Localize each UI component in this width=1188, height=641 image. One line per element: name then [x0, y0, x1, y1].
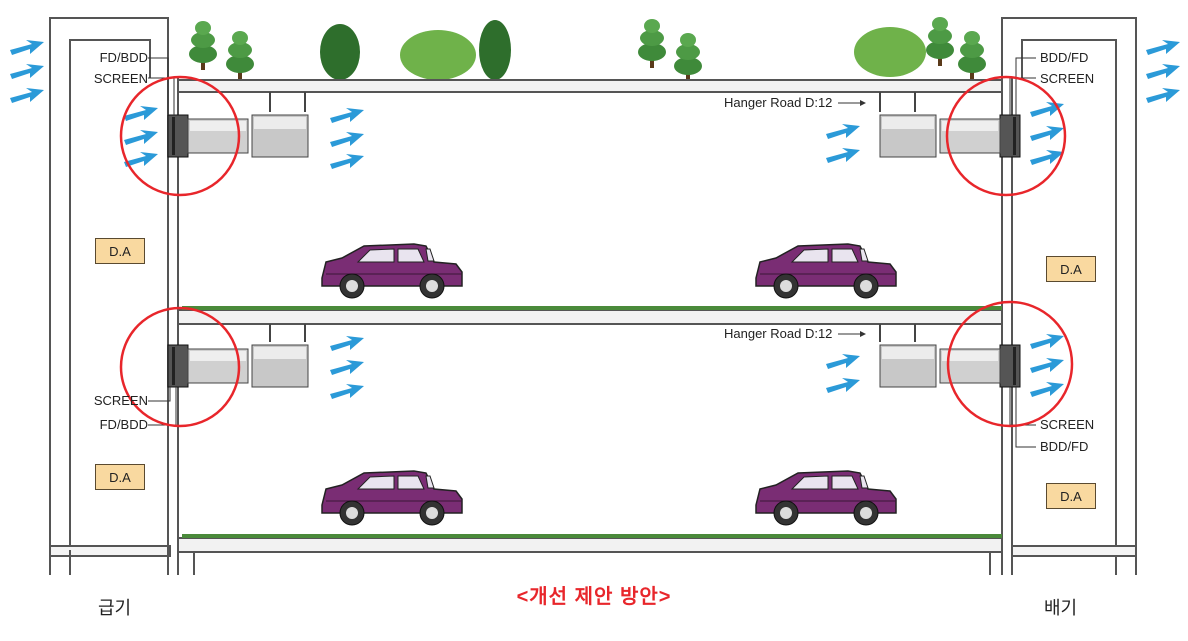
supply-label: 급기 [98, 598, 132, 618]
label-hanger-road: Hanger Road D:12 [724, 326, 833, 341]
left-supply-shaft [49, 17, 179, 575]
floor-strip [182, 306, 1002, 310]
car-icon [321, 470, 463, 526]
middle-slab [177, 309, 1003, 325]
floor-strip [182, 534, 1002, 538]
label-screen: SCREEN [1040, 417, 1095, 432]
exhaust-label: 배기 [1044, 598, 1078, 618]
duct-access-box: D.A [95, 464, 145, 490]
diagram-caption: <개선 제안 방안> [516, 586, 672, 608]
car-icon [755, 243, 897, 299]
car-icon [321, 243, 463, 299]
bottom-slab [177, 537, 1003, 553]
label-screen: SCREEN [1040, 71, 1095, 86]
tree-icon [189, 17, 986, 82]
label-hanger-road: Hanger Road D:12 [724, 95, 833, 110]
label-screen: SCREEN [93, 393, 148, 408]
duct-access-box: D.A [95, 238, 145, 264]
right-exhaust-shaft [1001, 17, 1137, 575]
label-bdd-fd: BDD/FD [1040, 439, 1089, 454]
highlight-circle [119, 75, 1074, 428]
duct-access-box: D.A [1046, 256, 1096, 282]
duct-access-box: D.A [1046, 483, 1096, 509]
label-bdd-fd: BDD/FD [1040, 50, 1089, 65]
label-fd-bdd: FD/BDD [99, 417, 148, 432]
label-fd-bdd: FD/BDD [99, 50, 148, 65]
label-screen: SCREEN [93, 71, 148, 86]
roof-slab [177, 79, 1003, 93]
hanger-bolt-icon [269, 92, 916, 342]
car-icon [755, 470, 897, 526]
